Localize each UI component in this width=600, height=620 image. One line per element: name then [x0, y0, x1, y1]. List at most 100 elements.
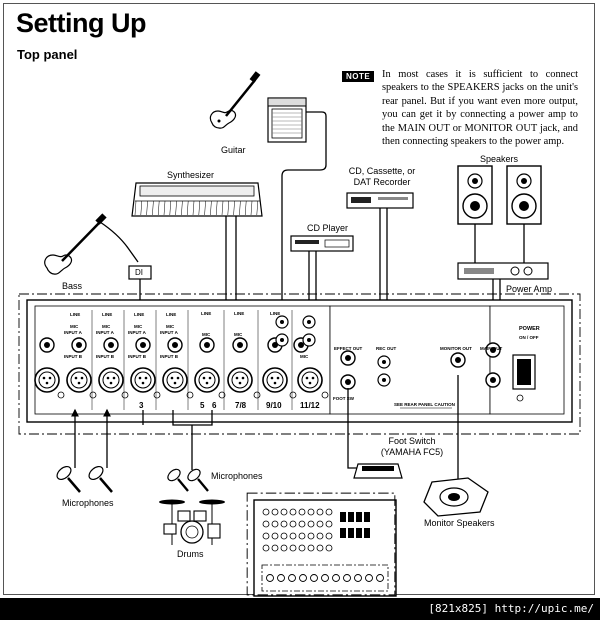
monitor-speaker-icon [423, 477, 489, 517]
phone-jack-icon [39, 337, 55, 353]
cd-player-label: CD Player [307, 223, 349, 233]
section-subtitle: Top panel [17, 47, 78, 62]
xlr-jack-icon [262, 367, 288, 393]
microphones-left-label: Microphones [62, 498, 114, 508]
jack-caption: FOOT SW [333, 396, 354, 401]
jack-caption: MIC [166, 324, 175, 329]
guitar-label: Guitar [221, 145, 246, 155]
xlr-jack-icon [227, 367, 253, 393]
jack-caption: LINE [270, 311, 281, 316]
phone-jack-icon [340, 374, 356, 390]
channel-number: 11/12 [300, 401, 320, 410]
recorder-label-line1: CD, Cassette, or [348, 166, 416, 176]
jack-caption: INPUT A [160, 330, 178, 335]
jack-caption: SEE REAR PANEL CAUTION [394, 402, 455, 407]
xlr-jack-icon [162, 367, 188, 393]
phone-jack-icon [450, 352, 466, 368]
note-badge: NOTE [342, 71, 375, 82]
speakers-label: Speakers [480, 154, 519, 164]
channel-number: 3 [139, 401, 144, 410]
phone-jack-icon [103, 337, 119, 353]
phone-jack-icon [485, 372, 501, 388]
power-amp-icon [457, 262, 549, 280]
phone-jack-icon [199, 337, 215, 353]
jack-caption: INPUT B [160, 354, 178, 359]
jack-caption: INPUT A [96, 330, 114, 335]
drums-label: Drums [177, 549, 204, 559]
monitor-speakers-label: Monitor Speakers [424, 518, 495, 528]
jack-caption: LINE [134, 312, 145, 317]
jack-caption: INPUT B [128, 354, 146, 359]
microphone-icon [167, 468, 209, 492]
mixer-front-icon [246, 492, 397, 597]
jack-caption: MIC [300, 354, 309, 359]
rca-jack-icon [377, 355, 391, 369]
phone-jack-icon [135, 337, 151, 353]
drum-kit-icon [159, 499, 225, 545]
mixer-top-panel [26, 299, 573, 423]
jack-caption: MIC [234, 332, 243, 337]
jack-caption: MIC [202, 332, 211, 337]
foot-switch-icon [353, 463, 403, 479]
synthesizer-keyboard-icon [131, 182, 263, 217]
jack-caption: MIC [70, 324, 79, 329]
rca-jack-icon [275, 315, 289, 329]
jack-caption: EFFECT OUT [334, 346, 363, 351]
rca-jack-icon [275, 333, 289, 347]
connection-diagram [18, 71, 581, 597]
channel-number: 7/8 [235, 401, 247, 410]
microphone-icon [56, 465, 113, 493]
di-label: DI [135, 268, 143, 277]
xlr-jack-icon [66, 367, 92, 393]
jack-caption: LINE [70, 312, 81, 317]
dashed-outline [18, 293, 581, 435]
xlr-jack-icon [34, 367, 60, 393]
jack-caption: INPUT B [64, 354, 82, 359]
bass-guitar-icon [44, 213, 107, 275]
jack-caption: LINE [102, 312, 113, 317]
phone-jack-icon [340, 350, 356, 366]
guitar-amp-icon [267, 97, 307, 143]
xlr-jack-icon [297, 367, 323, 393]
footer-bar: [821x825] http://upic.me/ [0, 598, 600, 620]
power-amp-label: Power Amp [506, 284, 553, 294]
note-text: In most cases it is sufficient to connec… [382, 69, 578, 148]
jack-caption: POWER [519, 326, 540, 332]
bass-label: Bass [62, 281, 83, 291]
channel-number: 5 [200, 401, 205, 410]
jack-caption: MONITOR OUT [440, 346, 472, 351]
recorder-label-line2: DAT Recorder [353, 177, 411, 187]
jack-caption: REC OUT [376, 346, 397, 351]
jack-caption: MIC [134, 324, 143, 329]
speaker-left-icon [457, 165, 493, 225]
foot-switch-label-line2: (YAMAHA FC5) [380, 447, 444, 457]
jack-caption: INPUT A [64, 330, 82, 335]
xlr-jack-icon [194, 367, 220, 393]
speaker-right-icon [506, 165, 542, 225]
recorder-deck-icon [346, 192, 414, 209]
xlr-jack-icon [130, 367, 156, 393]
phone-jack-icon [485, 342, 501, 358]
phone-jack-icon [232, 337, 248, 353]
xlr-jack-icon [98, 367, 124, 393]
channel-number: 6 [212, 401, 217, 410]
electric-guitar-icon [209, 71, 261, 129]
jack-caption: LINE [166, 312, 177, 317]
rca-jack-icon [302, 315, 316, 329]
cables-bottom [71, 375, 459, 482]
jack-caption: MIC [102, 324, 111, 329]
rca-jack-icon [302, 333, 316, 347]
jack-caption: MAIN OUT [480, 346, 503, 351]
rca-jack-icon [377, 373, 391, 387]
channel-number: 9/10 [266, 401, 282, 410]
jack-caption: LINE [201, 311, 212, 316]
synthesizer-label: Synthesizer [167, 170, 215, 180]
jack-caption: INPUT B [96, 354, 114, 359]
cd-player-icon [290, 235, 354, 252]
jack-caption: INPUT A [128, 330, 146, 335]
phone-jack-icon [71, 337, 87, 353]
jack-caption: ON / OFF [519, 335, 539, 340]
phone-jack-icon [167, 337, 183, 353]
jack-caption: LINE [234, 311, 245, 316]
